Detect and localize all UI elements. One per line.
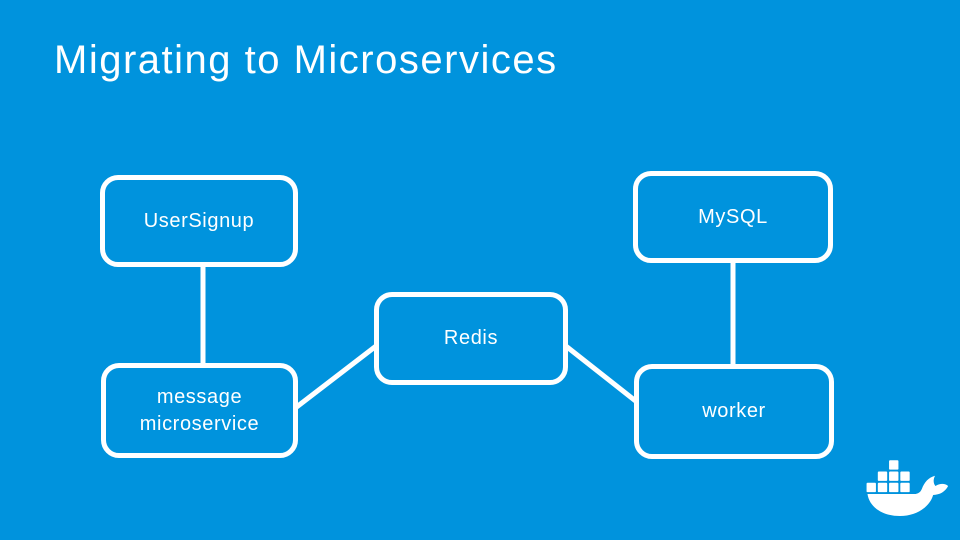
node-label: worker xyxy=(702,400,766,422)
node-label: UserSignup xyxy=(143,209,255,232)
edge-message-redis xyxy=(291,340,383,412)
node-label: MySQL xyxy=(698,205,768,228)
node-worker: worker xyxy=(634,364,834,459)
node-label: Redis xyxy=(443,327,499,349)
docker-whale-icon xyxy=(866,460,949,517)
edge-redis-worker xyxy=(559,340,645,409)
node-label: message microservice xyxy=(139,385,260,435)
node-usersignup: UserSignup xyxy=(100,175,298,267)
node-redis: Redis xyxy=(374,292,568,385)
node-message-microservice: message microservice xyxy=(101,363,298,458)
slide-title: Migrating to Microservices xyxy=(54,38,558,82)
node-mysql: MySQL xyxy=(633,171,833,263)
